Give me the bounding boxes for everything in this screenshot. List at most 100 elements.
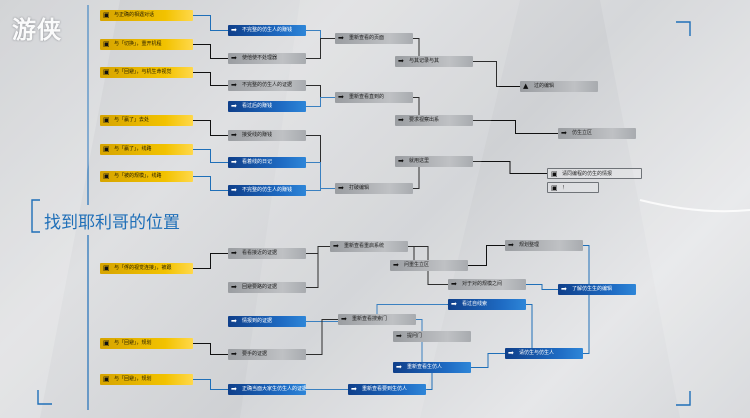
lock-icon: ▣ bbox=[103, 68, 110, 76]
lock-icon: ▣ bbox=[103, 264, 110, 272]
flow-node-y3: ▣与「回避」，与机生命视觉 bbox=[100, 67, 193, 78]
bg-wedge-right bbox=[600, 0, 750, 418]
flow-node-g1: ➡ 使他使不处理器 bbox=[228, 53, 306, 64]
flow-node-label: 不完整的仿生人的赚钱 bbox=[242, 27, 293, 33]
connector-g12-g18 bbox=[473, 61, 520, 87]
arrow-icon: ➡ bbox=[561, 285, 567, 293]
corner-bracket-bottom-right bbox=[676, 391, 691, 406]
connector-b2-g8 bbox=[306, 97, 335, 107]
flow-node-label: 与「回避」，规划 bbox=[114, 376, 152, 382]
flow-node-b10: ➡请仿生与仿生人 bbox=[505, 348, 583, 359]
flow-node-g8: ➡重新查看直到的 bbox=[335, 92, 413, 103]
flow-node-y9: ▣ 与「回避」，规划 bbox=[100, 374, 193, 385]
flow-node-b6: ➡正确当面大家生仿生人的证据 bbox=[228, 384, 306, 395]
flow-node-g17: ➡提问门 bbox=[393, 331, 471, 342]
flow-node-g18: ▲过的编辑 bbox=[520, 81, 598, 92]
flow-node-b9: ➡ 重新查看生仿人 bbox=[393, 362, 471, 373]
connector-y9-b6 bbox=[193, 379, 228, 390]
arrow-icon: ➡ bbox=[396, 363, 402, 371]
connector-b4-g9 bbox=[306, 188, 335, 191]
flow-node-label: 过的编辑 bbox=[534, 83, 555, 89]
flow-node-y6: ▣ 与「被的规模」，线路 bbox=[100, 171, 193, 182]
flow-node-label: 看看接近的证据 bbox=[242, 250, 278, 256]
flow-node-label: 重新查看生仿人 bbox=[407, 364, 443, 370]
arrow-icon: ➡ bbox=[396, 332, 402, 340]
connector-g16-b11 bbox=[526, 284, 558, 290]
connector-g5-g10 bbox=[306, 246, 330, 288]
arrow-icon: ➡ bbox=[508, 241, 514, 249]
flow-node-label: 与「被的规模」，线路 bbox=[114, 173, 162, 179]
arrow-icon: ➡ bbox=[338, 93, 344, 101]
lock-icon: ▣ bbox=[103, 339, 110, 347]
flow-node-label: 对于对的规模之间 bbox=[462, 281, 503, 287]
flow-node-label: ！ bbox=[562, 185, 568, 191]
arrow-icon: ➡ bbox=[231, 102, 237, 110]
flow-node-g4: ➡看看接近的证据 bbox=[228, 248, 306, 259]
flow-node-label: 就用这里 bbox=[409, 158, 430, 164]
arrow-icon: ➡ bbox=[338, 184, 344, 192]
flow-node-label: 看着线的日记 bbox=[242, 159, 273, 165]
lock-icon: ▣ bbox=[103, 145, 110, 153]
lock-icon: ▣ bbox=[103, 375, 110, 383]
lock-icon: ▣ bbox=[103, 172, 110, 180]
bg-wedge-center bbox=[240, 0, 520, 418]
connector-y4-g3 bbox=[193, 120, 228, 136]
flow-node-g2: ➡不完整的仿生人的证据 bbox=[228, 80, 306, 91]
connector-y8-g6 bbox=[193, 343, 228, 355]
flow-node-label: 与「切换」，重开机程 bbox=[114, 41, 162, 47]
flow-node-g15: ➡问重生立区 bbox=[390, 260, 468, 271]
flow-node-g3: ➡接受线的赚钱 bbox=[228, 130, 306, 141]
flow-node-g14: ➡就用这里 bbox=[395, 156, 473, 167]
arrow-icon: ➡ bbox=[333, 242, 339, 250]
flow-node-label: 打破编辑 bbox=[349, 185, 370, 191]
connector-g6-g11 bbox=[306, 319, 338, 355]
bg-wedge-left bbox=[0, 0, 120, 418]
arrow-icon: ➡ bbox=[451, 280, 457, 288]
flow-node-label: 仿生立区 bbox=[572, 130, 593, 136]
flow-node-g6: ➡ 要手的证据 bbox=[228, 349, 306, 360]
lock-icon: ▣ bbox=[103, 116, 110, 124]
flow-node-b5: ➡情报到的证据 bbox=[228, 316, 306, 327]
connector-y6-b4 bbox=[193, 176, 228, 191]
corner-bracket-bottom-left bbox=[37, 390, 52, 405]
flow-node-g16: ➡ 对于对的规模之间 bbox=[448, 279, 526, 290]
flow-node-b1: ➡不完整的仿生人的赚钱 bbox=[228, 25, 306, 36]
connector-g13-g20 bbox=[473, 120, 558, 134]
flow-node-label: 规划整理 bbox=[519, 242, 540, 248]
flow-node-label: 要手的证据 bbox=[242, 351, 268, 357]
flow-node-label: 情报到的证据 bbox=[242, 318, 273, 324]
flow-node-y8: ▣与「回避」，规划 bbox=[100, 338, 193, 349]
connector-g1-g7 bbox=[306, 38, 335, 59]
flow-node-label: 与正确的相遇对话 bbox=[114, 12, 155, 18]
connector-y7-g4 bbox=[193, 253, 228, 269]
title-bracket bbox=[31, 199, 40, 233]
lock-icon: ▣ bbox=[551, 170, 558, 178]
arrow-icon: ➡ bbox=[231, 186, 237, 194]
connector-b9-b10 bbox=[471, 353, 505, 368]
flow-node-g20: ➡仿生立区 bbox=[558, 128, 636, 139]
arrow-icon: ➡ bbox=[351, 385, 357, 393]
arrow-icon: ➡ bbox=[231, 350, 237, 358]
flow-node-b7: ➡重新查看要到生仿人 bbox=[348, 384, 426, 395]
flow-node-label: 问重生立区 bbox=[404, 262, 430, 268]
arrow-icon: ➡ bbox=[398, 57, 404, 65]
flow-node-o1: ▣请同编程的仿生的情报 bbox=[547, 168, 642, 179]
flow-node-b8: ➡看过自线索 bbox=[448, 299, 526, 310]
flow-node-g12: ➡与其记录与其 bbox=[395, 56, 473, 67]
site-watermark: 游侠 bbox=[12, 16, 62, 44]
connector-y1-b1 bbox=[193, 15, 228, 31]
flow-node-label: 要求视察出系 bbox=[409, 117, 440, 123]
flow-node-o2: ▣！ bbox=[547, 182, 599, 193]
arrow-icon: ➡ bbox=[338, 34, 344, 42]
arrow-icon: ➡ bbox=[231, 54, 237, 62]
flow-node-label: 重新查看的页面 bbox=[349, 35, 385, 41]
flow-node-label: 重新查看搜索门 bbox=[352, 316, 388, 322]
flow-node-g9: ➡ 打破编辑 bbox=[335, 183, 413, 194]
flow-node-g11: ➡重新查看搜索门 bbox=[338, 314, 416, 325]
connector-y3-g2 bbox=[193, 72, 228, 86]
arrow-icon: ➡ bbox=[451, 300, 457, 308]
flow-node-label: 使他使不处理器 bbox=[242, 55, 278, 61]
flow-node-label: 不完整的仿生人的证据 bbox=[242, 82, 293, 88]
flow-node-y7: ▣与「俘的视觉连接」，被跟 bbox=[100, 263, 193, 274]
